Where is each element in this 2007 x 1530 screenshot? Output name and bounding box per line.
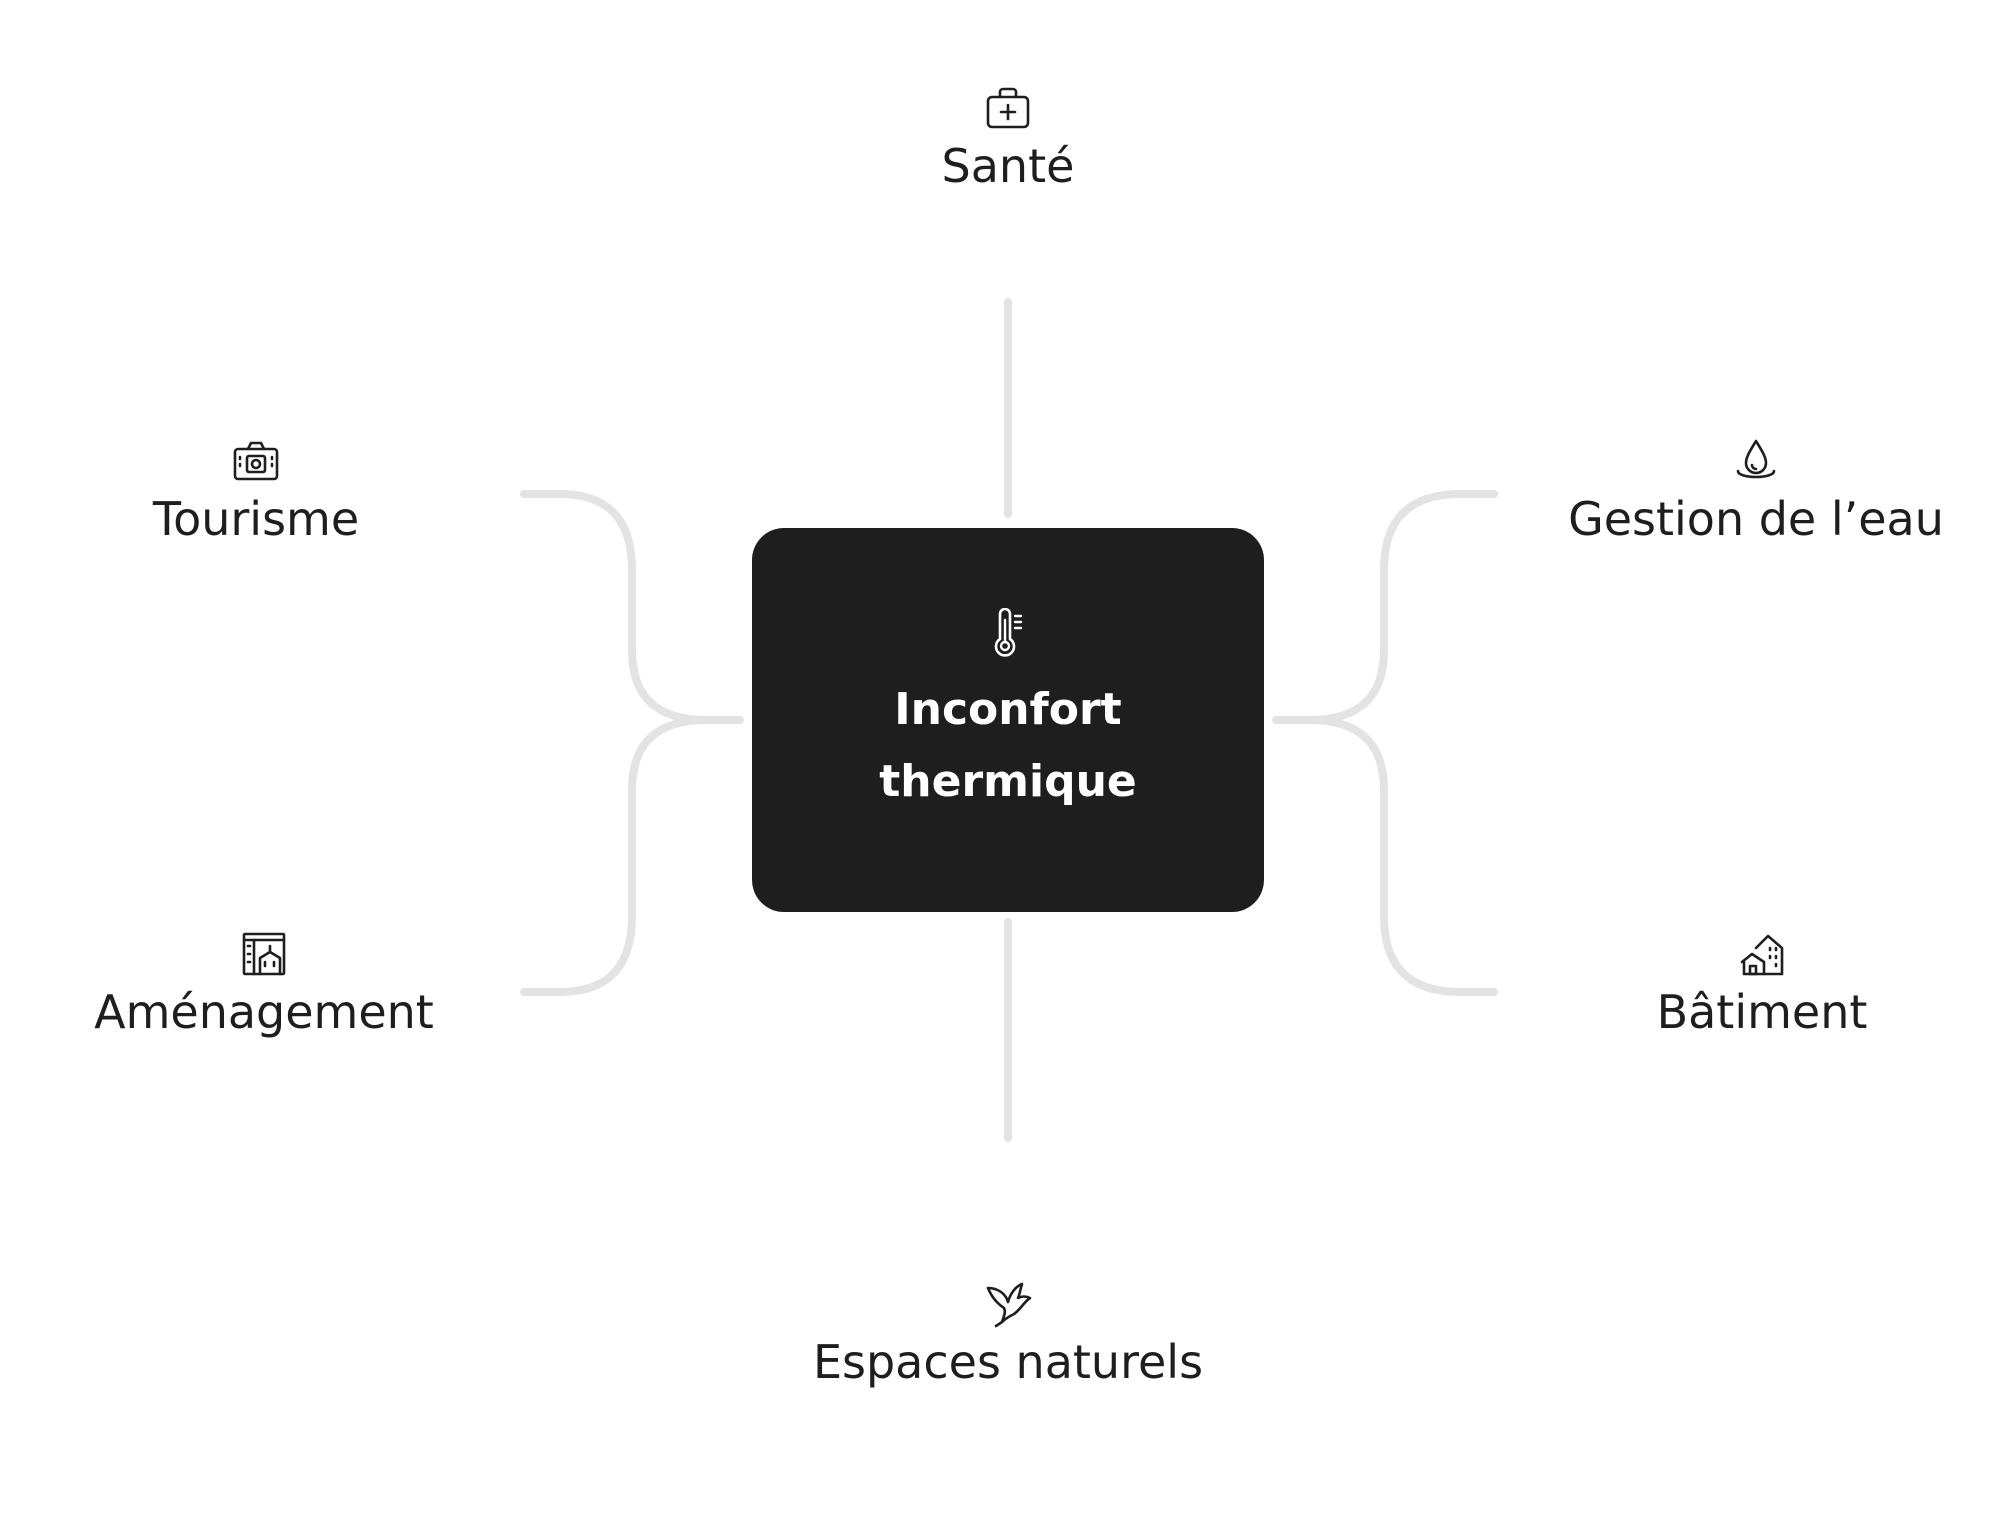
water-drop-icon [1732,437,1780,485]
bird-icon [984,1280,1032,1328]
camera-icon [232,437,280,485]
node-sante[interactable]: Santé [778,84,1238,194]
node-espaces-naturels[interactable]: Espaces naturels [778,1280,1238,1390]
connector-left-brace [520,490,744,996]
node-gestion-eau[interactable]: Gestion de l’eau [1526,437,1986,547]
node-amenagement[interactable]: Aménagement [34,930,494,1040]
central-theme-title: Inconfort thermique [879,684,1137,807]
central-theme-card: Inconfort thermique [752,528,1264,912]
node-tourisme[interactable]: Tourisme [26,437,486,547]
first-aid-kit-icon [984,84,1032,132]
node-label-batiment: Bâtiment [1656,985,1868,1039]
node-batiment[interactable]: Bâtiment [1532,930,1992,1040]
buildings-icon [1738,930,1786,978]
building-plan-icon [240,930,288,978]
node-label-sante: Santé [941,139,1075,193]
node-label-amenagement: Aménagement [94,985,434,1039]
node-label-espaces-naturels: Espaces naturels [812,1335,1204,1389]
thermometer-icon [994,608,1023,657]
node-label-gestion-eau: Gestion de l’eau [1568,492,1944,546]
connector-right-brace [1272,490,1498,996]
node-label-tourisme: Tourisme [152,492,360,546]
